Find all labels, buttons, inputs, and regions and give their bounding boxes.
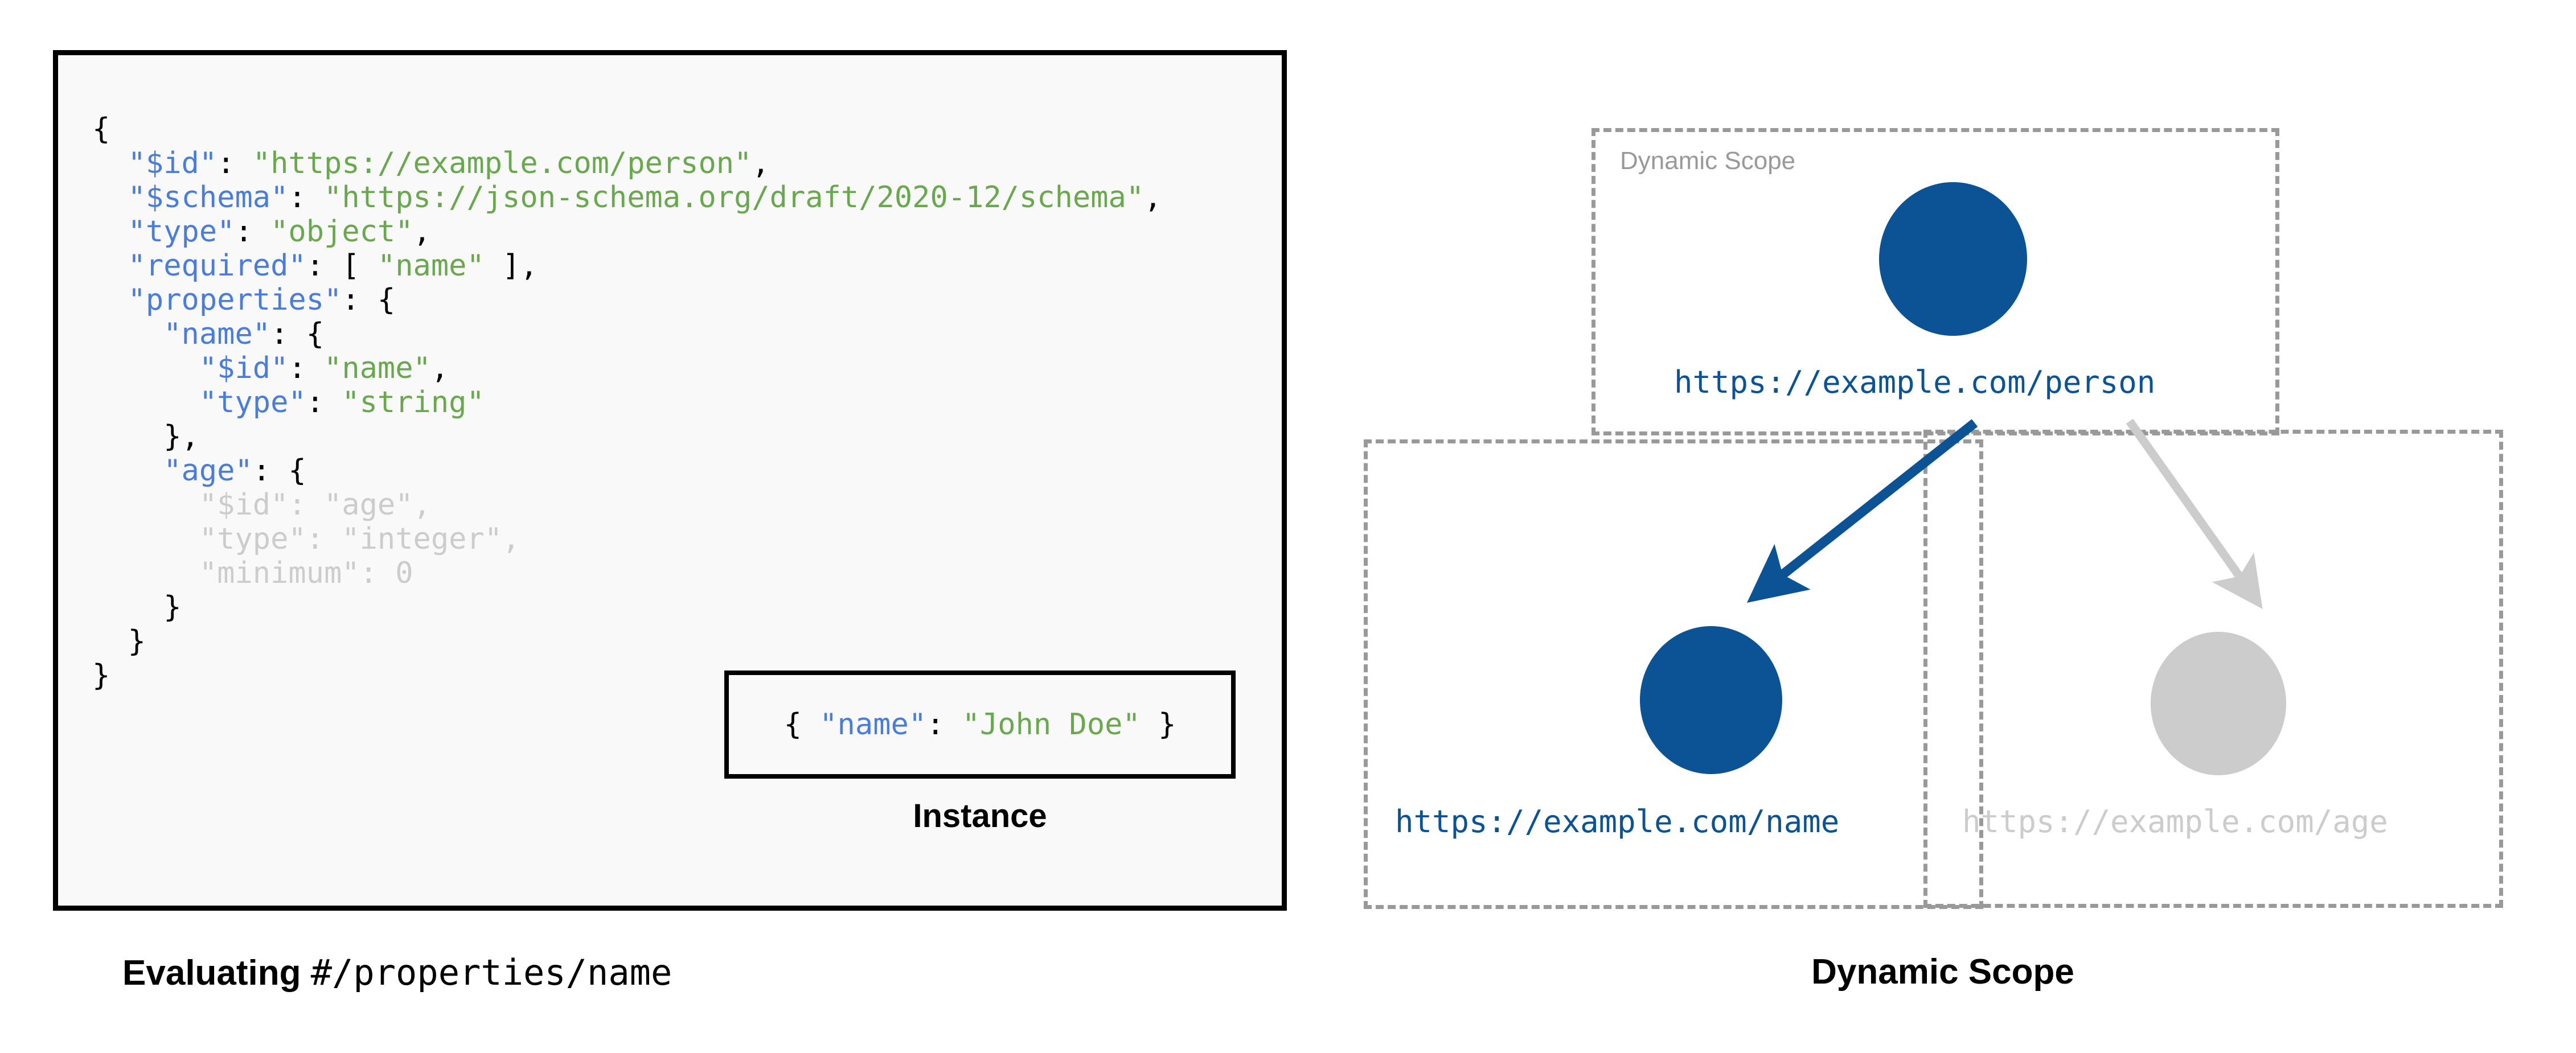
- code-token: "properties": [128, 283, 342, 317]
- code-token: "minimum": 0: [199, 556, 413, 590]
- code-token: [92, 249, 128, 283]
- instance-token: }: [1140, 708, 1176, 742]
- code-token: : {: [252, 454, 306, 488]
- code-token: "name": [377, 249, 485, 283]
- node-circle-person: [1879, 182, 2027, 336]
- code-token: :: [306, 385, 342, 419]
- instance-token: "name": [819, 708, 927, 742]
- code-token: : [: [306, 249, 378, 283]
- instance-label: Instance: [913, 797, 1047, 834]
- node-label-person: https://example.com/person: [1674, 364, 2156, 400]
- node-circle-name: [1640, 626, 1782, 774]
- code-line: }: [92, 659, 1162, 693]
- code-token: "object": [270, 215, 413, 249]
- code-token: [92, 317, 163, 351]
- node-circle-age: [2151, 632, 2286, 775]
- code-line: "minimum": 0: [92, 556, 1162, 590]
- code-token: "string": [342, 385, 485, 419]
- code-line: "name": {: [92, 317, 1162, 351]
- code-line: "properties": {: [92, 283, 1162, 317]
- code-line: "$id": "https://example.com/person",: [92, 146, 1162, 180]
- code-token: :: [235, 215, 271, 249]
- code-token: [92, 556, 199, 590]
- instance-token: {: [784, 708, 820, 742]
- code-token: ],: [484, 249, 538, 283]
- instance-token: "John Doe": [962, 708, 1141, 742]
- code-token: [92, 283, 128, 317]
- evaluating-caption: Evaluating #/properties/name: [122, 952, 672, 993]
- code-token: "$id": [199, 351, 289, 385]
- caption-pointer-text: #/properties/name: [310, 952, 672, 993]
- code-line: "$id": "age",: [92, 488, 1162, 522]
- instance-box: { "name": "John Doe" }: [724, 671, 1236, 779]
- code-token: "age": [163, 454, 253, 488]
- code-token: {: [92, 112, 110, 146]
- code-token: [92, 522, 199, 556]
- code-line: "required": [ "name" ],: [92, 249, 1162, 283]
- code-token: [92, 488, 199, 522]
- code-line: }: [92, 624, 1162, 659]
- code-token: [92, 215, 128, 249]
- code-token: "$schema": [128, 180, 289, 215]
- schema-panel: { "$id": "https://example.com/person", "…: [53, 50, 1287, 993]
- code-token: ,: [430, 351, 449, 385]
- code-token: "name": [324, 351, 431, 385]
- schema-code-listing: { "$id": "https://example.com/person", "…: [92, 112, 1162, 693]
- node-label-name: https://example.com/name: [1395, 804, 1840, 840]
- scope-box-name: [1364, 439, 1983, 909]
- code-token: : {: [270, 317, 324, 351]
- node-label-age: https://example.com/age: [1962, 804, 2388, 840]
- code-token: [92, 454, 163, 488]
- code-line: "$schema": "https://json-schema.org/draf…: [92, 180, 1162, 215]
- code-token: [92, 146, 128, 180]
- code-line: "age": {: [92, 454, 1162, 488]
- code-token: ,: [752, 146, 770, 180]
- code-token: "$id": [128, 146, 218, 180]
- code-token: },: [92, 419, 199, 454]
- code-line: },: [92, 419, 1162, 454]
- code-token: :: [217, 146, 253, 180]
- code-token: }: [92, 624, 146, 659]
- code-token: ,: [413, 215, 431, 249]
- dynamic-scope-inline-label: Dynamic Scope: [1620, 147, 1796, 175]
- code-token: [92, 180, 128, 215]
- code-line: "type": "integer",: [92, 522, 1162, 556]
- schema-code-box: { "$id": "https://example.com/person", "…: [53, 50, 1287, 911]
- code-token: [92, 385, 199, 419]
- dynamic-scope-panel: Dynamic Scope https://example.com/person…: [1310, 0, 2576, 1053]
- code-token: "type": [199, 385, 306, 419]
- code-token: "type": [128, 215, 235, 249]
- code-token: "$id": "age",: [199, 488, 431, 522]
- code-line: {: [92, 112, 1162, 146]
- code-token: "type": "integer",: [199, 522, 520, 556]
- code-token: }: [92, 590, 182, 624]
- instance-token: :: [926, 708, 962, 742]
- code-token: }: [92, 659, 110, 693]
- code-token: "required": [128, 249, 306, 283]
- code-token: :: [288, 180, 325, 215]
- code-token: "https://json-schema.org/draft/2020-12/s…: [324, 180, 1145, 215]
- code-token: : {: [342, 283, 396, 317]
- code-token: [92, 351, 199, 385]
- instance-code: { "name": "John Doe" }: [784, 708, 1176, 742]
- code-line: "type": "object",: [92, 215, 1162, 249]
- code-token: :: [288, 351, 325, 385]
- caption-bold-text: Evaluating: [122, 953, 311, 993]
- code-line: }: [92, 590, 1162, 624]
- code-token: "https://example.com/person": [252, 146, 752, 180]
- code-line: "$id": "name",: [92, 351, 1162, 385]
- dynamic-scope-caption: Dynamic Scope: [1811, 952, 2074, 992]
- code-token: ,: [1144, 180, 1162, 215]
- code-token: "name": [163, 317, 271, 351]
- code-line: "type": "string": [92, 385, 1162, 419]
